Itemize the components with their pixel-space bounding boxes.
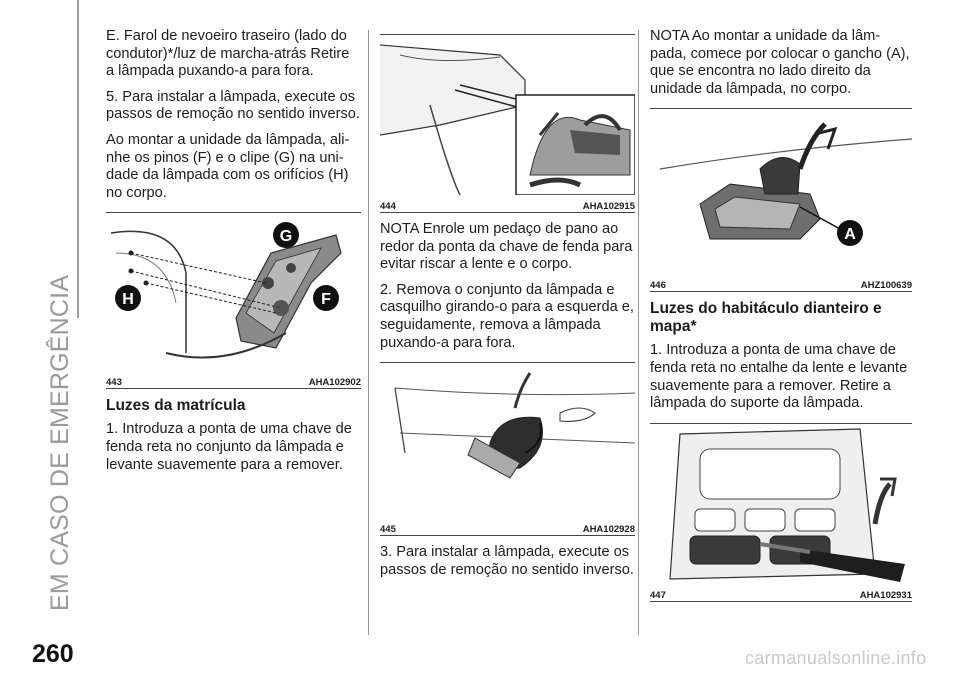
licence-plate-lamp-removal-illustration — [380, 44, 635, 195]
col1-paragraph-4: 1. Introduza a ponta de uma chave de fen… — [106, 421, 352, 473]
callout-h: H — [122, 291, 134, 308]
figure-code: AHA102931 — [859, 589, 912, 601]
col2-paragraph-3: 3. Para instalar a lâmpada, execute os p… — [380, 544, 634, 578]
figure-number: 447 — [650, 589, 666, 601]
col2-note: NOTA Enrole um pedaço de pano ao redor d… — [380, 221, 633, 273]
figure-caption: 446 AHZ100639 — [650, 274, 912, 291]
heading-licence-plate-lights: Luzes da matrícula — [106, 397, 246, 415]
figure-caption: 443 AHA102902 — [106, 371, 361, 388]
column-1: E. Farol de nevoeiro traseiro (lado do c… — [106, 28, 361, 482]
col1-paragraph-3: Ao montar a unidade da lâmpada, ali-nhe … — [106, 131, 350, 201]
figure-code: AHA102915 — [582, 201, 635, 212]
callout-g: G — [280, 228, 292, 245]
column-3: NOTA Ao montar a unidade da lâm-pada, co… — [650, 28, 912, 610]
figure-caption: 445 AHA102928 — [380, 518, 635, 535]
figure-caption: 447 AHA102931 — [650, 584, 912, 601]
column-separator — [638, 30, 639, 635]
heading-cabin-lights: Luzes do habitáculo dianteiro e mapa* — [650, 300, 882, 336]
figure-caption: 444 AHA102915 — [380, 195, 635, 212]
figure-code: AHZ100639 — [860, 280, 912, 292]
figure-number: 443 — [106, 377, 122, 389]
page-number: 260 — [32, 640, 74, 668]
col3-note: NOTA Ao montar a unidade da lâm-pada, co… — [650, 28, 910, 97]
lamp-unit-hook-illustration: A — [659, 122, 912, 247]
callout-a: A — [844, 226, 856, 243]
column-separator — [368, 30, 369, 635]
figure-444: 444 AHA102915 — [380, 34, 635, 213]
tail-lamp-illustration: G H F — [110, 222, 342, 359]
column-2: 444 AHA102915 NOTA Enrole um pedaço de p… — [380, 28, 635, 587]
figure-number: 444 — [380, 201, 396, 212]
figure-code: AHA102902 — [308, 377, 361, 389]
side-tab-line — [77, 0, 79, 318]
callout-f: F — [321, 291, 331, 308]
figure-443: G H F 443 AHA102902 — [106, 212, 361, 390]
cabin-light-removal-illustration — [669, 428, 905, 582]
figure-number: 445 — [380, 524, 396, 536]
figure-number: 446 — [650, 280, 666, 292]
figure-446: A 446 AHZ100639 — [650, 108, 912, 293]
col1-paragraph-2: 5. Para instalar a lâmpada, execute os p… — [106, 88, 360, 123]
footer-watermark: carmanualsonline.info — [745, 648, 927, 668]
figure-447: 447 AHA102931 — [650, 422, 912, 602]
col3-paragraph-2: 1. Introduza a ponta de uma chave de fen… — [650, 342, 908, 412]
col1-paragraph-1: E. Farol de nevoeiro traseiro (lado do c… — [106, 28, 350, 80]
figure-code: AHA102928 — [582, 524, 635, 536]
section-title: EM CASO DE EMERGÊNCIA — [46, 274, 74, 611]
section-side-tab: EM CASO DE EMERGÊNCIA — [42, 40, 82, 611]
bulb-socket-illustration — [394, 372, 635, 479]
col2-paragraph-2: 2. Remova o conjunto da lâmpada e casqui… — [380, 281, 634, 351]
figure-445: 445 AHA102928 — [380, 362, 635, 537]
